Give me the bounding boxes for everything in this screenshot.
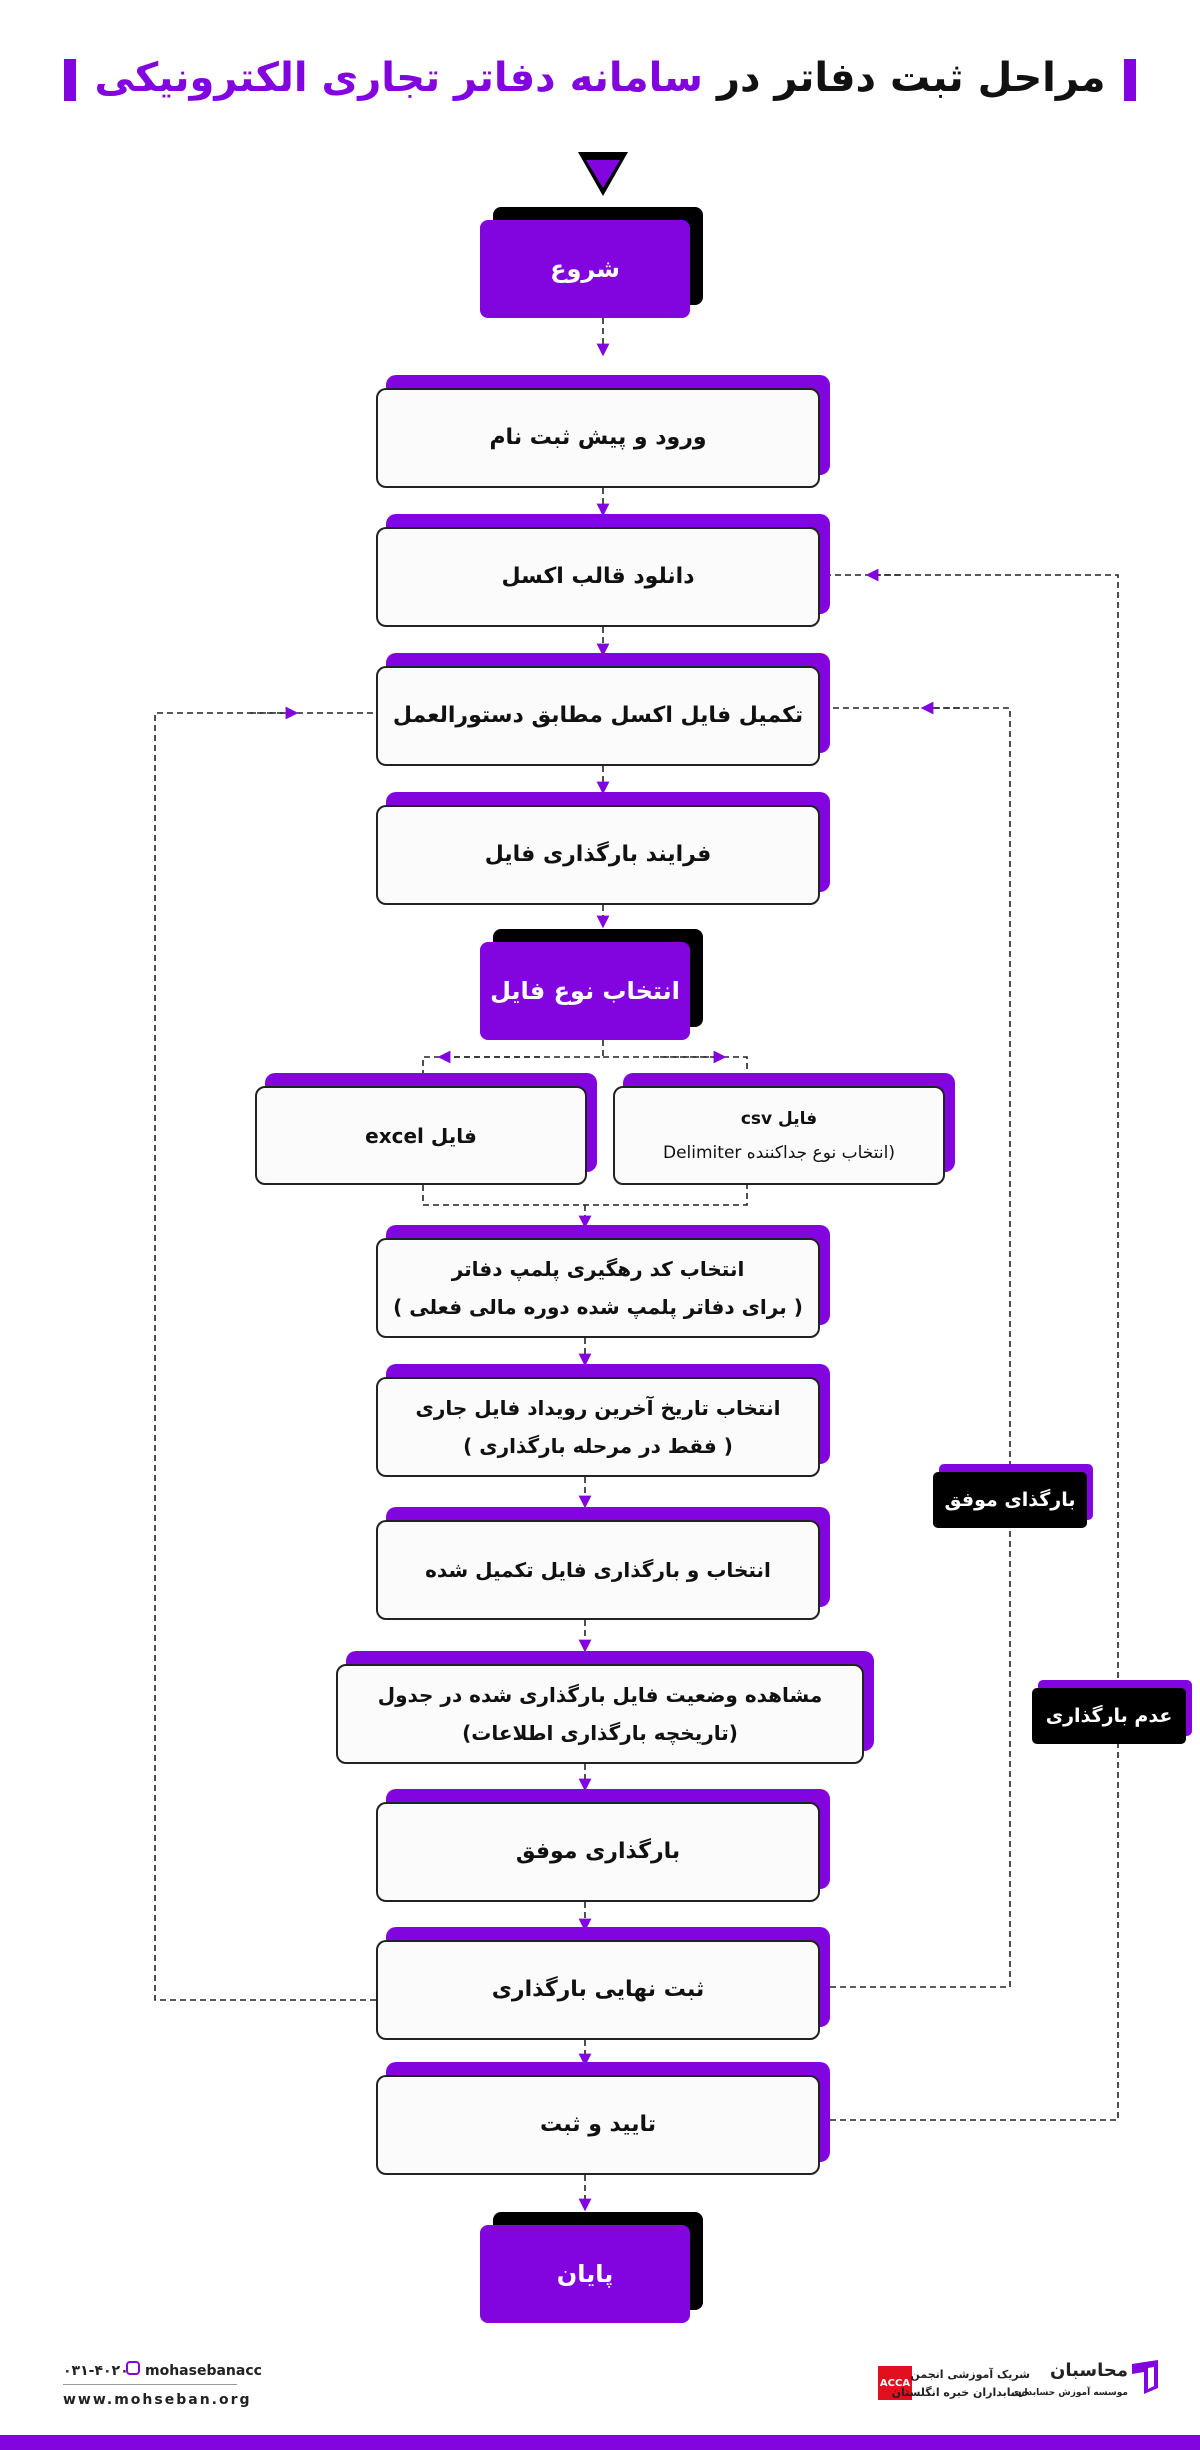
title-text: مراحل ثبت دفاتر در: [716, 55, 1106, 101]
last-event-date-step: انتخاب تاریخ آخرین رویداد فایل جاری ( فق…: [376, 1364, 830, 1477]
final-submit-step: ثبت نهایی بارگذاری: [376, 1927, 830, 2040]
brand-logo-icon: [1132, 2360, 1158, 2394]
acca-line1: شریک آموزشی انجمن: [910, 2368, 1030, 2381]
tracking-code-step: انتخاب کد رهگیری پلمپ دفاتر ( برای دفاتر…: [376, 1225, 830, 1338]
brand-name: محاسبان: [1049, 2360, 1128, 2381]
title-bar-right: [1123, 59, 1136, 101]
select-upload-step: انتخاب و بارگذاری فایل تکمیل شده: [376, 1507, 830, 1620]
success-step: بارگذاری موفق: [376, 1789, 830, 1902]
status-table-step: مشاهده وضعیت فایل بارگذاری شده در جدول (…: [336, 1651, 874, 1764]
csv-subtitle: (انتخاب نوع جداکننده Delimiter: [663, 1142, 895, 1163]
connector-left-loop: [154, 712, 376, 2001]
title-highlight: سامانه دفاتر تجاری الکترونیکی: [94, 55, 704, 101]
start-node: شروع: [480, 207, 703, 318]
connector-failed-loop: [830, 574, 1119, 2121]
csv-title: فایل csv: [740, 1108, 818, 1129]
connector-merge: [422, 1185, 748, 1206]
download-step: دانلود قالب اکسل: [376, 514, 830, 627]
phone-number: ۰۳۱-۴۰۲۰: [63, 2363, 129, 2379]
failed-upload-label: عدم بارگذاری: [1032, 1680, 1192, 1744]
csv-option: فایل csv (انتخاب نوع جداکننده Delimiter: [613, 1073, 955, 1185]
instagram-icon[interactable]: [126, 2361, 140, 2375]
website-link[interactable]: www.mohseban.org: [63, 2392, 252, 2408]
footer-divider: [63, 2384, 237, 2385]
acca-line2: حسابداران خبره انگلستان: [891, 2386, 1030, 2399]
connector-branch: [422, 1040, 604, 1075]
brand-subtitle: موسسه آموزش حسابداری: [1011, 2388, 1128, 2398]
choose-type-node: انتخاب نوع فایل: [480, 929, 703, 1040]
page-title: مراحل ثبت دفاتر در سامانه دفاتر تجاری ال…: [0, 55, 1200, 101]
title-bar-left: [64, 59, 77, 101]
login-step: ورود و پیش ثبت نام: [376, 375, 830, 488]
upload-process-step: فرایند بارگذاری فایل: [376, 792, 830, 905]
instagram-handle[interactable]: mohasebanacc: [145, 2363, 262, 2379]
confirm-step: تایید و ثبت: [376, 2062, 830, 2175]
connector-success-loop: [830, 707, 1011, 1988]
footer-accent-bar: [0, 2435, 1200, 2450]
success-upload-label: بارگذای موفق: [933, 1464, 1093, 1528]
excel-option: فایل excel: [255, 1073, 597, 1185]
end-node: پایان: [480, 2212, 703, 2323]
acca-badge: ACCA: [878, 2366, 912, 2400]
fill-step: تکمیل فایل اکسل مطابق دستورالعمل: [376, 653, 830, 766]
